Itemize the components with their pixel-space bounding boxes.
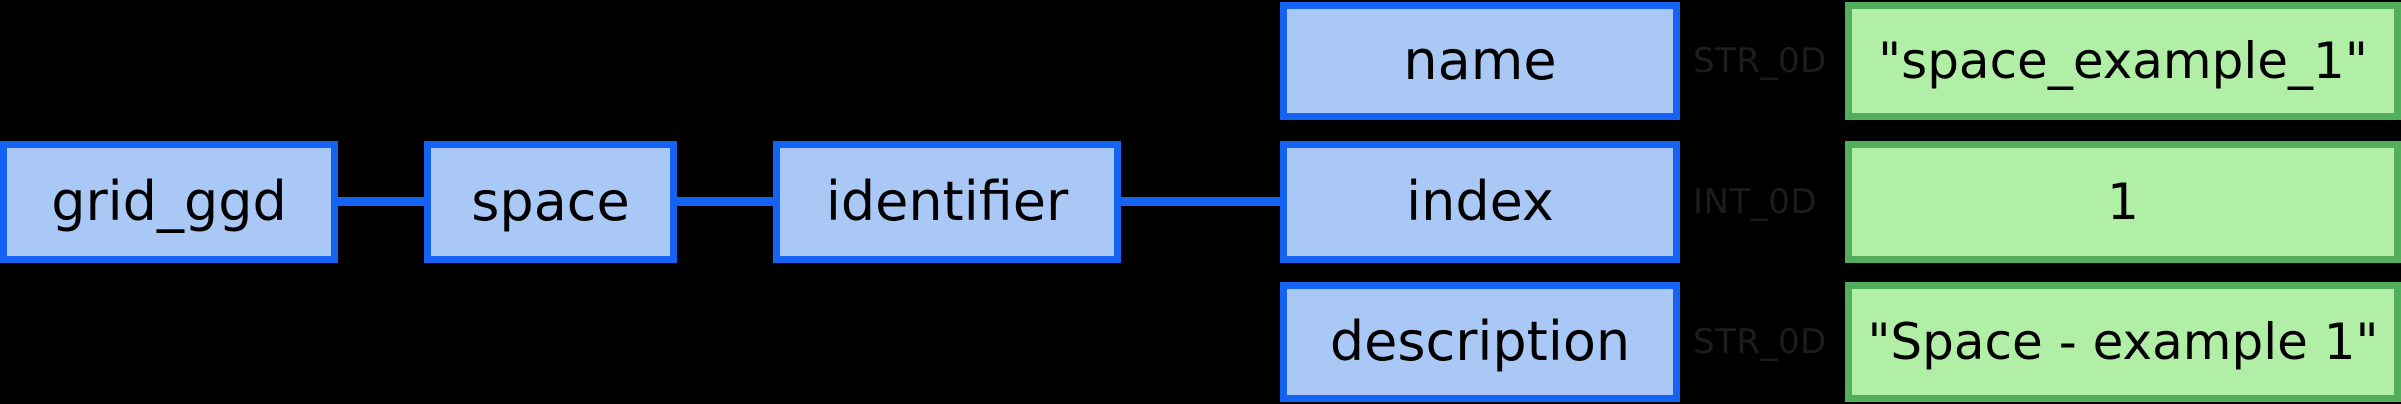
connector-grid-ggd-to-space	[331, 197, 431, 206]
field-node-description[interactable]: description	[1280, 282, 1680, 402]
connector-space-to-identifier	[670, 197, 780, 206]
field-node-index[interactable]: index	[1280, 141, 1680, 263]
type-label-index: INT_0D	[1693, 182, 1818, 222]
path-node-identifier[interactable]: identifier	[773, 141, 1121, 263]
type-label-name: STR_0D	[1693, 41, 1827, 81]
path-node-grid-ggd[interactable]: grid_ggd	[0, 141, 338, 263]
field-node-name[interactable]: name	[1280, 2, 1680, 120]
path-node-space[interactable]: space	[424, 141, 677, 263]
connector-identifier-to-fields	[1114, 197, 1288, 206]
type-label-description: STR_0D	[1693, 322, 1827, 362]
value-node-index[interactable]: 1	[1845, 141, 2401, 263]
value-node-description[interactable]: "Space - example 1"	[1845, 282, 2401, 402]
value-node-name[interactable]: "space_example_1"	[1845, 2, 2401, 120]
